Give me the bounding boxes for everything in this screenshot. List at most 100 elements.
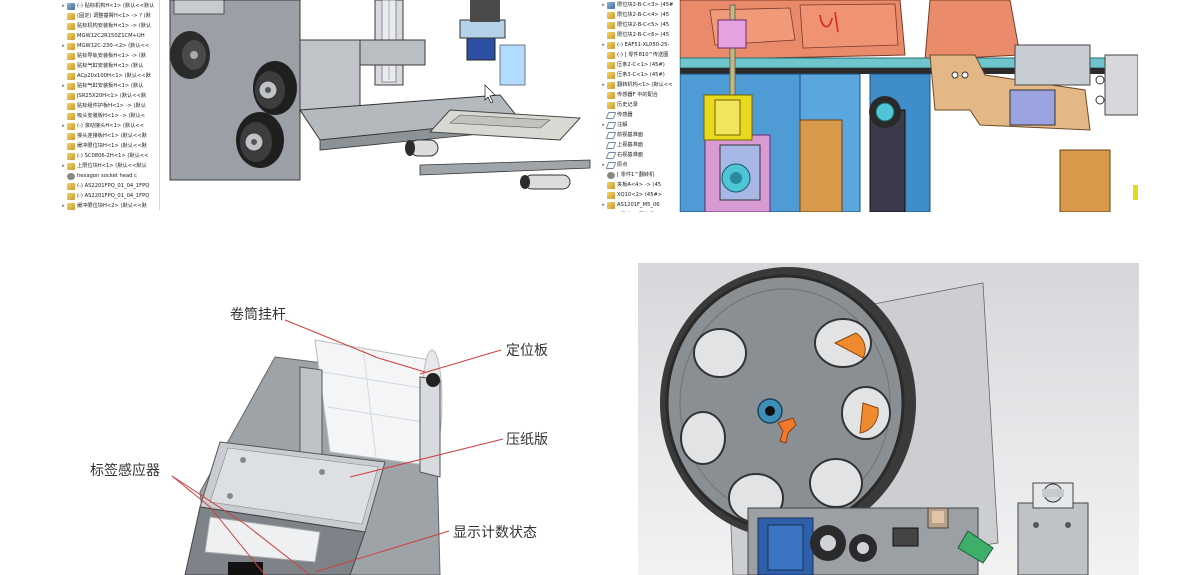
tree-item-label: (-) 滚动接头H<1> (默认<< bbox=[77, 123, 144, 129]
part-icon bbox=[607, 191, 615, 199]
expand-arrow-icon[interactable]: ▸ bbox=[602, 202, 605, 208]
expand-arrow-icon[interactable]: ▸ bbox=[62, 203, 65, 209]
part-icon bbox=[607, 71, 615, 79]
tree-item-label: 传感器 bbox=[617, 112, 633, 118]
callout-display-count: 显示计数状态 bbox=[453, 525, 537, 541]
tree-item[interactable]: 传感器F 中的配合 bbox=[600, 90, 679, 100]
tree-item[interactable]: ACp20x100H<1> (默认<<默 bbox=[60, 71, 159, 81]
feature-tree[interactable]: ▸ 限位块2-B-C<3> (45# 限位块2-B-C<4> (45 限位块2-B-C… bbox=[600, 0, 680, 212]
tree-item[interactable]: (-) [ 零件810^传送图 bbox=[600, 50, 679, 60]
tree-item[interactable]: 限位块2-B-C<4> (45 bbox=[600, 10, 679, 20]
tree-item[interactable]: ▸(-) EAF51-XL050-25- bbox=[600, 40, 679, 50]
part-icon bbox=[67, 72, 75, 80]
part-icon bbox=[67, 202, 75, 210]
tree-item[interactable]: 压条3-C<1> (45#) bbox=[600, 70, 679, 80]
part-icon bbox=[607, 11, 615, 19]
rubber-roller bbox=[170, 31, 210, 79]
tree-item[interactable]: ▸注解 bbox=[600, 120, 679, 130]
tree-item-label: 夹板A<4> -> (45 bbox=[617, 182, 662, 188]
tree-item[interactable]: ▸贴标气缸安装板H<1> (默认 bbox=[60, 81, 159, 91]
tree-item[interactable]: ▸MGW12C-230-<2> (默认<< bbox=[60, 41, 159, 51]
tree-item[interactable]: ▸AS1201F_M5_06 bbox=[600, 200, 679, 210]
tree-item-label: 传感器F 中的配合 bbox=[617, 92, 658, 98]
tree-item[interactable]: MGW12C2R150Z1CM+UH bbox=[60, 31, 159, 41]
tree-item-label: 贴标组件护板H<1> -> (默认 bbox=[77, 103, 146, 109]
tree-item[interactable]: 夹板A<4> -> (45 bbox=[600, 180, 679, 190]
tree-item-label: 限位块2-B-C<4> (45 bbox=[617, 12, 670, 18]
fastener-icon bbox=[67, 172, 75, 180]
tree-item-label: XQ10<2> (45#> bbox=[617, 192, 663, 198]
expand-arrow-icon[interactable]: ▸ bbox=[602, 82, 605, 88]
tree-item[interactable]: 历史记录 bbox=[600, 100, 679, 110]
part-icon bbox=[67, 62, 75, 70]
tree-item-label: 压条2-C<1> (45#) bbox=[617, 62, 665, 68]
cad-viewport[interactable] bbox=[160, 0, 593, 210]
tree-item[interactable]: 右视基准面 bbox=[600, 150, 679, 160]
tree-item[interactable]: 贴标组件护板H<1> -> (默认 bbox=[60, 101, 159, 111]
tree-item[interactable]: 贴标机构安装板H<1> -> (默认 bbox=[60, 21, 159, 31]
tree-item[interactable]: [ 零件1^翻转机 bbox=[600, 170, 679, 180]
cad-viewport[interactable] bbox=[679, 0, 1138, 212]
feature-tree[interactable]: ▸ (-) 贴标机构H<1> (默认<<默认 (固定) 调整垂臂H<1> -> ? … bbox=[60, 0, 160, 210]
tree-item[interactable]: ▸ 限位块2-B-C<3> (45# bbox=[600, 0, 679, 10]
tree-item[interactable]: ▸原点 bbox=[600, 160, 679, 170]
tree-item-label: 限位块2-B-C<3> (45# bbox=[617, 2, 674, 8]
tree-item[interactable]: ▸ 翻转机构<1> (默认<< bbox=[600, 80, 679, 90]
expand-arrow-icon[interactable]: ▸ bbox=[602, 122, 605, 128]
expand-arrow-icon[interactable]: ▸ bbox=[62, 163, 65, 169]
tree-item-label: 历史记录 bbox=[617, 102, 638, 108]
tree-item[interactable]: 前视基准面 bbox=[600, 130, 679, 140]
part-icon bbox=[67, 12, 75, 20]
tree-item[interactable]: 接头连接板H<1> (默认<<默 bbox=[60, 131, 159, 141]
tree-item[interactable]: ▸ (-) 贴标机构H<1> (默认<<默认 bbox=[60, 1, 159, 11]
expand-arrow-icon[interactable]: ▸ bbox=[62, 83, 65, 89]
tree-item-label: 缓冲限位块H<1> (默认<<默 bbox=[77, 143, 147, 149]
tree-item[interactable]: (-) AS2201FPQ_01_04_1FPQ bbox=[60, 181, 159, 191]
expand-arrow-icon[interactable]: ▸ bbox=[602, 162, 605, 168]
tree-item-label: 翻转机构<1> (默认<< bbox=[617, 82, 673, 88]
tree-item[interactable]: 传感器 bbox=[600, 110, 679, 120]
tree-item[interactable]: ▸ (-) 滚动接头H<1> (默认<< bbox=[60, 121, 159, 131]
tree-item[interactable]: 限位块2-B-C<5> (45 bbox=[600, 20, 679, 30]
tree-item[interactable]: (-) AS2201FPQ_01_04_1FPQ bbox=[60, 191, 159, 201]
tree-item[interactable]: 压条2-C<1> (45#) bbox=[600, 60, 679, 70]
part-icon bbox=[67, 102, 75, 110]
expand-arrow-icon[interactable]: ▸ bbox=[62, 3, 65, 9]
tree-item[interactable]: 缓冲限位块H<1> (默认<<默 bbox=[60, 141, 159, 151]
tree-item-label: 缓冲限位块H<2> (默认<<默 bbox=[77, 203, 147, 209]
tree-item-label: ACp20x100H<1> (默认<<默 bbox=[77, 73, 151, 79]
tree-item[interactable]: 贴标气缸安装板H<1> (默认 bbox=[60, 61, 159, 71]
tree-item-label: (固定) 调整垂臂H<1> -> ? (默 bbox=[77, 13, 151, 19]
part-icon bbox=[67, 22, 75, 30]
tree-item[interactable]: 贴标导轨安装板H<1> -> (默 bbox=[60, 51, 159, 61]
tree-item[interactable]: 上视基准面 bbox=[600, 140, 679, 150]
tree-item[interactable]: 限位块2-B-C<6> (45 bbox=[600, 30, 679, 40]
part-icon bbox=[607, 181, 615, 189]
tree-item[interactable]: (-) SC0806-2H<1> (默认<< bbox=[60, 151, 159, 161]
expand-arrow-icon[interactable]: ▸ bbox=[62, 123, 65, 129]
tree-item-label: 上限位块H<1> (默认<<默认 bbox=[77, 163, 147, 169]
plane-icon bbox=[605, 151, 617, 159]
callout-reel-rod: 卷筒挂杆 bbox=[230, 307, 286, 323]
label-dispenser-illustration bbox=[171, 319, 504, 575]
tree-item[interactable]: XQ10<2> (45#> bbox=[600, 190, 679, 200]
expand-arrow-icon[interactable]: ▸ bbox=[62, 43, 65, 49]
part-icon bbox=[67, 192, 75, 200]
tree-item[interactable]: ▸ 缓冲限位块H<2> (默认<<默 bbox=[60, 201, 159, 210]
mouse-cursor-icon bbox=[484, 84, 496, 104]
tree-item[interactable]: JSR25X20H<1> (默认<<默 bbox=[60, 91, 159, 101]
tree-item-label: 右视基准面 bbox=[617, 152, 643, 158]
tree-item-label: (-) 贴标机构H<1> (默认<<默认 bbox=[77, 3, 155, 9]
tree-item[interactable]: hexagon socket head c bbox=[60, 171, 159, 181]
expand-arrow-icon[interactable]: ▸ bbox=[602, 42, 605, 48]
tree-item[interactable]: ▸ 上限位块H<1> (默认<<默认 bbox=[60, 161, 159, 171]
flip-mechanism-render bbox=[679, 0, 1138, 212]
tree-item[interactable]: (固定) 调整垂臂H<1> -> ? (默 bbox=[60, 11, 159, 21]
tree-item[interactable]: 吸头安装板H<1> -> (默认< bbox=[60, 111, 159, 121]
expand-arrow-icon[interactable]: ▸ bbox=[602, 2, 605, 8]
tree-item-label: 前视基准面 bbox=[617, 132, 643, 138]
callout-positioning-plate: 定位板 bbox=[506, 343, 548, 359]
callout-lines bbox=[171, 319, 504, 575]
part-icon bbox=[67, 122, 75, 130]
tree-item[interactable]: [ 零件4^翻转机 bbox=[600, 210, 679, 212]
